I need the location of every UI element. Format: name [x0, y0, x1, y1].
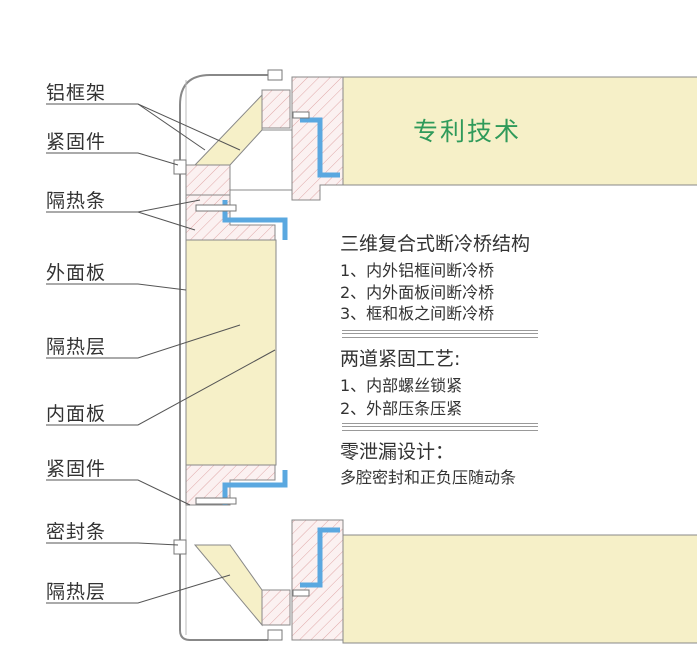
- label-insulation-layer: 隔热层: [46, 336, 107, 358]
- section1-item: 1、内外铝框间断冷桥: [340, 261, 495, 280]
- seal-strip-bottom: [222, 470, 340, 588]
- label-inner-panel: 内面板: [46, 403, 107, 425]
- label-aluminum-frame: 铝框架: [46, 82, 107, 104]
- insulation-wedge-bottom: [193, 544, 263, 627]
- divider: [342, 423, 538, 431]
- section3-title: 零泄漏设计：: [340, 441, 455, 463]
- label-seal-strip: 密封条: [46, 521, 107, 543]
- label-fastener: 紧固件: [46, 131, 107, 153]
- outer-aluminum-frame: [179, 74, 268, 641]
- section1-item: 2、内外面板间断冷桥: [340, 283, 495, 302]
- section1-item: 3、框和板之间断冷桥: [340, 304, 495, 323]
- insulation-wedge-top: [193, 93, 263, 166]
- section2-title: 两道紧固工艺:: [340, 348, 461, 370]
- label-thermal-strip: 隔热条: [46, 190, 107, 212]
- section2-item: 2、外部压条压紧: [340, 399, 463, 418]
- leader-lines: [46, 103, 276, 604]
- patent-badge: 专利技术: [413, 117, 522, 146]
- section1-title: 三维复合式断冷桥结构: [340, 233, 531, 255]
- label-outer-panel: 外面板: [46, 262, 107, 284]
- section2-item: 1、内部螺丝锁紧: [340, 376, 463, 395]
- patent-panel-bottom: [342, 534, 697, 644]
- section3-item: 多腔密封和正负压随动条: [340, 468, 517, 487]
- insulation-core: [185, 239, 277, 466]
- divider: [342, 330, 538, 338]
- label-fastener-2: 紧固件: [46, 458, 107, 480]
- label-insulation-layer-2: 隔热层: [46, 581, 107, 603]
